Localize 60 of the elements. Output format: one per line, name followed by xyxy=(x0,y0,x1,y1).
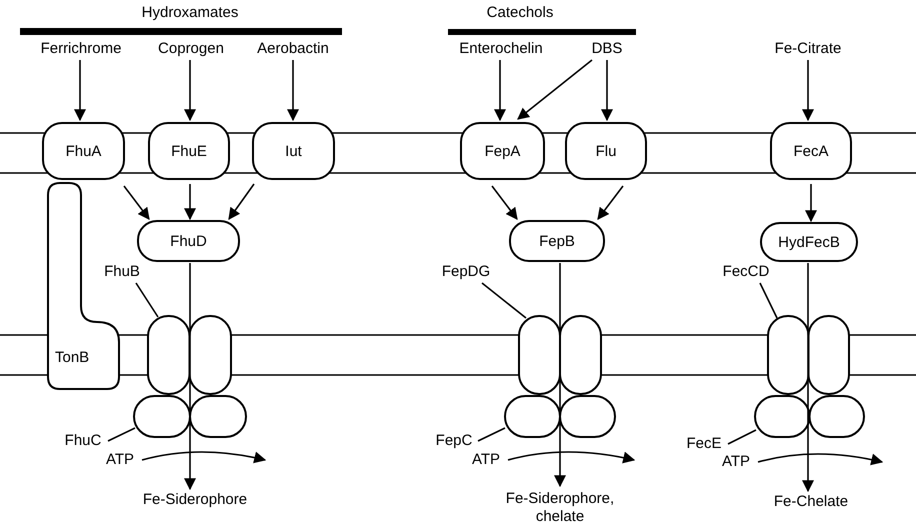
arrow xyxy=(123,186,150,220)
arrow xyxy=(597,186,624,220)
atpase-protein xyxy=(504,395,616,438)
atp-label: ATP xyxy=(100,450,140,470)
protein-box: FhuE xyxy=(148,122,230,180)
substrate-label: Aerobactin xyxy=(248,40,338,58)
protein-box: FepB xyxy=(509,220,605,262)
channel-protein xyxy=(147,315,232,395)
arrow xyxy=(805,184,817,222)
protein-box: FhuA xyxy=(42,122,125,180)
arrow xyxy=(287,60,299,122)
product-label: Fe-Siderophore xyxy=(128,490,262,510)
channel-protein xyxy=(767,315,850,395)
leader-line xyxy=(135,282,159,318)
arrow xyxy=(184,184,196,220)
product-label: Fe-Chelate xyxy=(756,492,866,512)
channel-protein xyxy=(518,315,602,395)
group-heading: Catechols xyxy=(486,3,554,23)
protein-box: FecA xyxy=(770,122,852,180)
arrow xyxy=(802,60,814,122)
protein-label: FhuB xyxy=(98,262,146,282)
protein-box: FepA xyxy=(460,122,545,180)
protein-box: Flu xyxy=(565,122,647,180)
arrow xyxy=(74,60,86,122)
group-heading: Hydroxamates xyxy=(140,3,240,23)
protein-box: Iut xyxy=(252,122,335,180)
protein-box: HydFecB xyxy=(760,222,858,262)
arrow xyxy=(517,59,592,120)
arrow xyxy=(184,60,196,122)
arrow xyxy=(802,263,814,492)
protein-label: FecE xyxy=(680,434,728,454)
substrate-label: Coprogen xyxy=(153,40,229,58)
substrate-label: Fe-Citrate xyxy=(766,40,850,58)
protein-box: FhuD xyxy=(137,220,240,262)
arrow xyxy=(494,60,506,122)
protein-label: FhuC xyxy=(58,431,108,451)
curved-arrow xyxy=(508,451,636,464)
arrow xyxy=(601,60,613,122)
curved-arrow xyxy=(142,451,266,464)
leader-line xyxy=(478,427,506,442)
product-label: Fe-Siderophore, chelate xyxy=(485,487,635,529)
arrow xyxy=(184,263,196,490)
protein-label: FecCD xyxy=(716,262,776,282)
substrate-label: Ferrichrome xyxy=(38,40,124,58)
curved-arrow xyxy=(758,453,884,466)
leader-line xyxy=(482,282,526,319)
protein-label: FepC xyxy=(430,431,478,451)
leader-line xyxy=(759,282,778,318)
leader-line xyxy=(108,427,136,442)
protein-label: FepDG xyxy=(438,262,494,282)
substrate-label: Enterochelin xyxy=(452,40,550,58)
arrow xyxy=(228,184,255,220)
arrow xyxy=(491,186,518,220)
atp-label: ATP xyxy=(716,452,756,472)
arrow xyxy=(554,263,566,488)
atpase-protein xyxy=(133,395,247,438)
atpase-protein xyxy=(754,395,865,438)
leader-line xyxy=(728,429,756,445)
substrate-label: DBS xyxy=(586,40,628,58)
atp-label: ATP xyxy=(466,450,506,470)
